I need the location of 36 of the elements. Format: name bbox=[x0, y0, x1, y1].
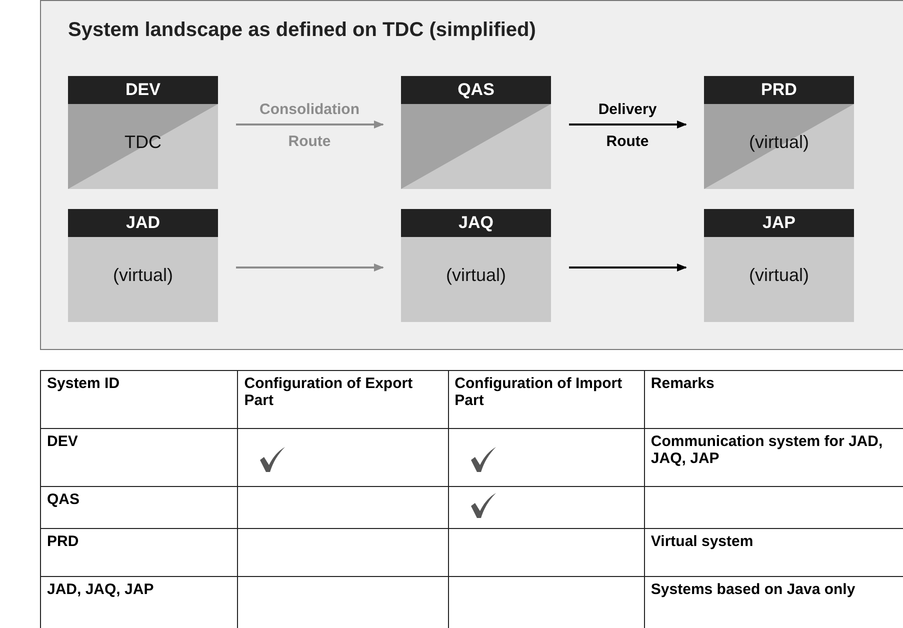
system-box bbox=[401, 209, 551, 322]
arrow bbox=[569, 264, 687, 272]
system-name: PRD bbox=[760, 79, 798, 101]
table-cell-text: DEV bbox=[47, 433, 78, 450]
system-box bbox=[704, 76, 854, 189]
edge-label: Delivery Route bbox=[597, 100, 658, 152]
system-name: JAP bbox=[761, 212, 797, 234]
column-header: System ID bbox=[47, 375, 120, 392]
system-name: JAQ bbox=[458, 212, 494, 234]
column-header: Configuration of Export Part bbox=[244, 375, 413, 409]
table-cell-text: Systems based on Java only bbox=[650, 581, 856, 598]
arrow bbox=[569, 120, 687, 128]
system-note: (virtual) bbox=[748, 132, 810, 153]
system-box bbox=[68, 209, 218, 322]
system-note: (virtual) bbox=[444, 265, 507, 286]
table-cell-text: Virtual system bbox=[650, 533, 754, 550]
arrow bbox=[236, 264, 384, 272]
edge-label: Consolidation Route bbox=[260, 100, 360, 152]
system-note: TDC bbox=[124, 132, 162, 153]
landscape-panel bbox=[40, 0, 903, 350]
table-cell-text: JAD, JAQ, JAP bbox=[47, 581, 154, 598]
system-name: QAS bbox=[456, 79, 496, 101]
system-box bbox=[704, 209, 854, 322]
arrow bbox=[236, 120, 384, 128]
column-header: Remarks bbox=[650, 375, 714, 392]
system-note: (virtual) bbox=[112, 265, 174, 286]
column-header: Configuration of Import Part bbox=[454, 375, 622, 409]
system-name: DEV bbox=[124, 79, 162, 101]
table-cell-text: PRD bbox=[47, 533, 79, 550]
system-box bbox=[401, 76, 551, 189]
table-cell-text: Communication system for JAD, JAQ, JAP bbox=[650, 433, 883, 467]
system-box bbox=[68, 76, 218, 189]
panel-title: System landscape as defined on TDC (simplified) bbox=[68, 19, 536, 42]
system-name: JAD bbox=[124, 212, 161, 234]
table-cell-text: QAS bbox=[47, 491, 80, 508]
system-note: (virtual) bbox=[748, 265, 810, 286]
